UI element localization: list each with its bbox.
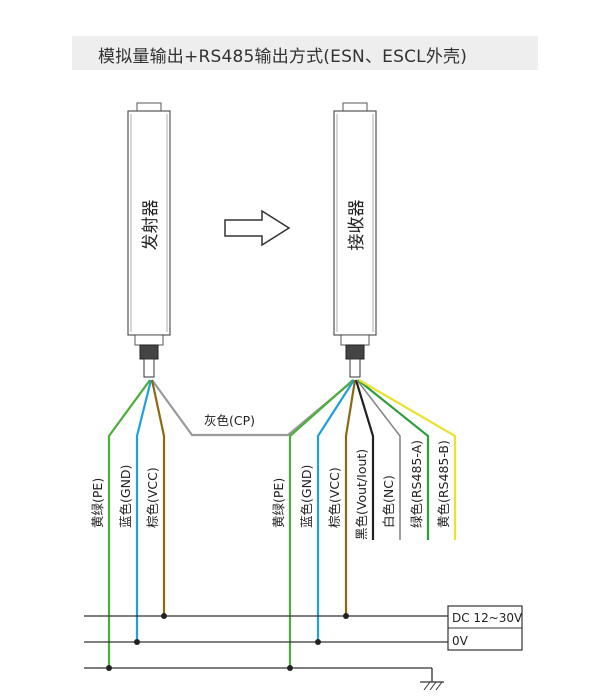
emitter-label: 发射器 (141, 200, 161, 251)
ground-icon (420, 668, 444, 691)
emitter-housing (127, 110, 171, 336)
direction-arrow-icon (224, 209, 291, 247)
receiver-label: 接收器 (347, 200, 367, 251)
receiver-wire-label-out: 黑色(Vout/Iout) (354, 449, 369, 540)
emitter-wire-label-vcc: 棕色(VCC) (145, 467, 160, 528)
title-bar: 模拟量输出+RS485输出方式(ESN、ESCL外壳) (72, 36, 538, 70)
receiver-wire-gnd (316, 379, 355, 642)
receiver-housing (333, 110, 377, 336)
receiver-wire-label-rs485a: 绿色(RS485-A) (409, 440, 424, 528)
supply-positive-label: DC 12~30V (452, 611, 523, 625)
receiver-wire-pe (288, 379, 354, 668)
emitter-wire-gnd (135, 379, 153, 642)
diagram-title: 模拟量输出+RS485输出方式(ESN、ESCL外壳) (98, 47, 468, 67)
supply-negative-label: 0V (452, 634, 469, 648)
emitter-device: 发射器 (127, 102, 171, 378)
emitter-wire-pe (107, 379, 151, 668)
receiver-wire-out (354, 379, 375, 540)
receiver-wire-label-vcc: 棕色(VCC) (327, 467, 342, 528)
emitter-wire-label-pe: 黄绿(PE) (90, 478, 105, 528)
receiver-wire-nc (356, 379, 401, 540)
receiver-connector (345, 344, 365, 360)
receiver-device: 接收器 (333, 102, 377, 378)
receiver-wire-rs485b (358, 379, 457, 540)
emitter-connector (139, 344, 159, 360)
receiver-wire-label-rs485b: 黄色(RS485-B) (436, 440, 451, 528)
receiver-wire-label-pe: 黄绿(PE) (271, 478, 286, 528)
receiver-wire-rs485a (357, 379, 430, 540)
emitter-cap (136, 102, 162, 112)
receiver-wire-label-nc: 白色(NC) (381, 475, 396, 528)
receiver-wire-label-gnd: 蓝色(GND) (299, 465, 314, 528)
receiver-wire-vcc (344, 379, 357, 616)
emitter-wire-label-gnd: 蓝色(GND) (118, 465, 133, 528)
emitter-wire-vcc (150, 379, 166, 616)
receiver-cap (342, 102, 368, 112)
cp-wire-label: 灰色(CP) (204, 413, 255, 428)
